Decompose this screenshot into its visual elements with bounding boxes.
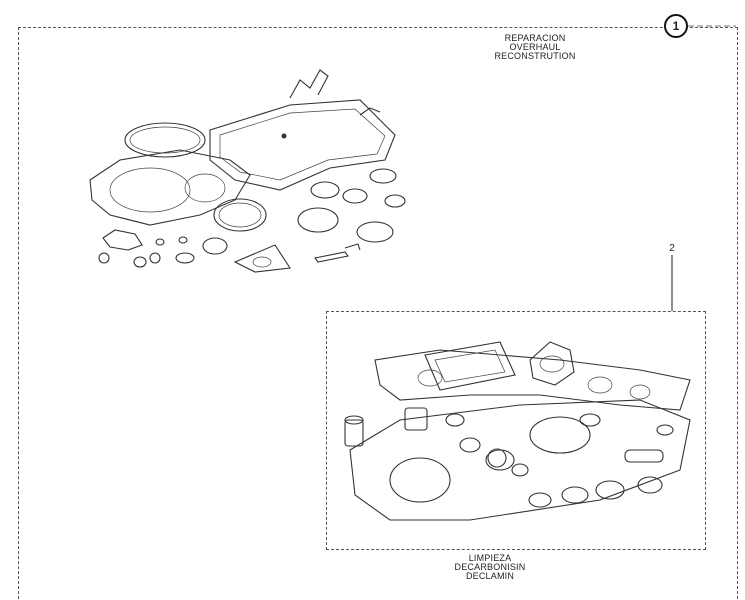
triangle-gasket [233, 244, 291, 273]
hex-flange-gasket [529, 341, 575, 386]
valve-stem-seal [344, 419, 364, 447]
label-line: OVERHAUL [509, 42, 561, 52]
oil-seal [213, 198, 267, 232]
callout-number-1: 1 [664, 14, 688, 38]
rocker-cover-gasket [424, 341, 516, 391]
decarbonising-gasket-set [344, 341, 691, 521]
label-line: REPARACION [504, 33, 566, 43]
sump-gasket [209, 99, 396, 191]
front-cover-gasket [89, 149, 251, 226]
bar-gasket [314, 251, 349, 263]
label-line: DECARBONISIN [454, 562, 526, 572]
decarbonising-kit-label: LIMPIEZA DECARBONISIN DECLAMIN [435, 554, 545, 581]
timing-cover-gasket [289, 69, 329, 99]
label-line: DECLAMIN [465, 571, 515, 581]
decarbonising-kit-frame [326, 311, 706, 550]
seal-ring [124, 122, 206, 158]
overhaul-kit-label: REPARACION OVERHAUL RECONSTRUTION [470, 34, 600, 61]
manifold-gasket [374, 349, 691, 411]
overhaul-kit-frame [18, 27, 738, 600]
label-line: LIMPIEZA [468, 553, 512, 563]
overhaul-gasket-set [89, 69, 406, 273]
head-gasket [349, 399, 691, 521]
label-line: RECONSTRUTION [494, 51, 576, 61]
callout-number-2: 2 [669, 243, 675, 254]
